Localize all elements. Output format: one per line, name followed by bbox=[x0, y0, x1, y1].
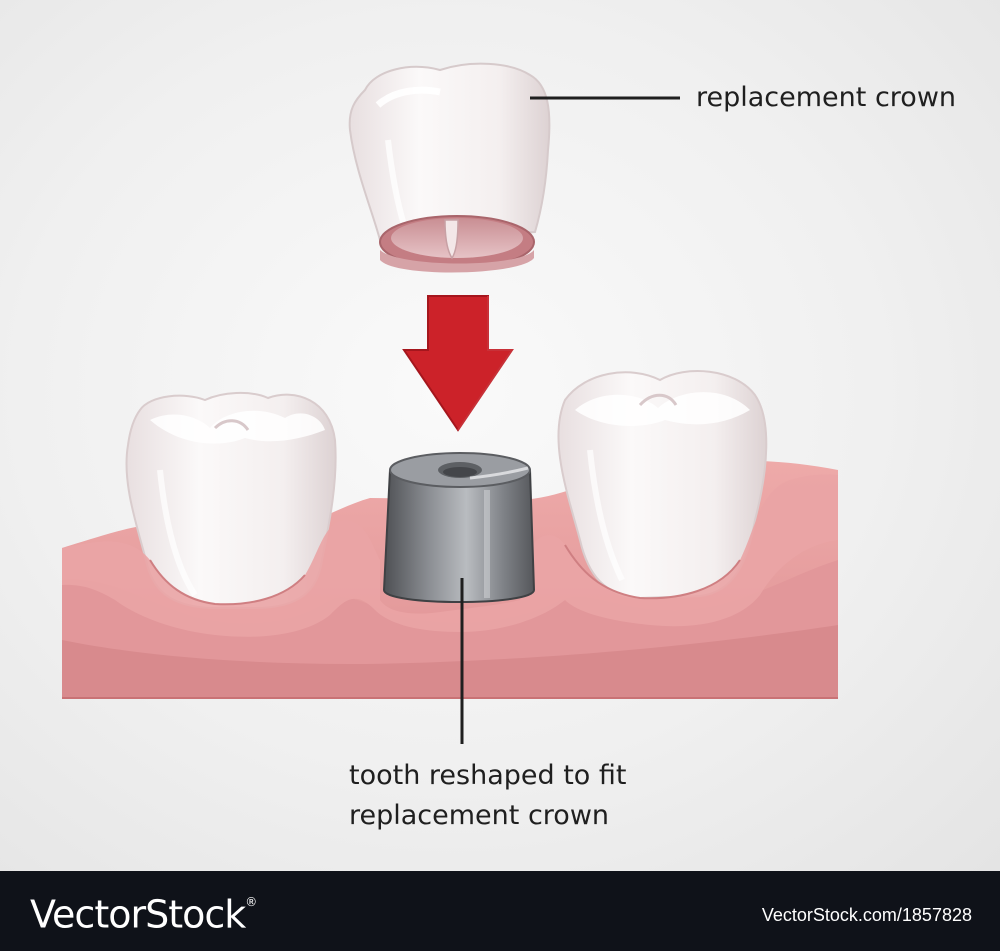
right-molar-tooth bbox=[557, 370, 768, 600]
replacement-crown bbox=[348, 62, 551, 273]
reshaped-tooth-label-line1: tooth reshaped to fit bbox=[349, 760, 627, 791]
left-molar-tooth bbox=[125, 391, 337, 609]
gum-front-edge bbox=[62, 474, 838, 637]
reshaped-tooth-label: tooth reshaped to fit replacement crown bbox=[349, 756, 627, 836]
illustration-canvas: replacement crown tooth reshaped to fit … bbox=[0, 0, 1000, 871]
stock-image-url: VectorStock.com/1857828 bbox=[761, 905, 972, 925]
down-arrow-icon bbox=[402, 295, 514, 432]
reshaped-tooth-abutment bbox=[382, 452, 536, 603]
stock-footer-bar: VectorStock® VectorStock.com/1857828 bbox=[0, 871, 1000, 951]
reshaped-tooth-label-line2: replacement crown bbox=[349, 800, 610, 831]
vectorstock-logo: VectorStock® bbox=[30, 887, 257, 938]
registered-mark: ® bbox=[245, 895, 258, 909]
replacement-crown-label: replacement crown bbox=[696, 82, 957, 113]
brand-name: VectorStock bbox=[30, 892, 246, 937]
dental-crown-diagram bbox=[62, 62, 838, 744]
